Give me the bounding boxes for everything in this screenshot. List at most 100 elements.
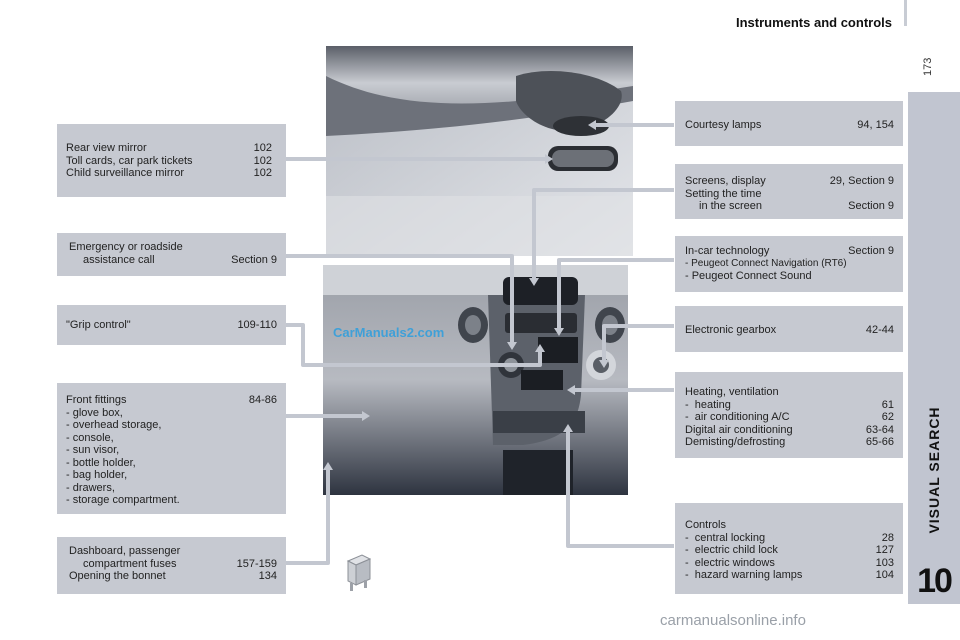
grip-box: "Grip control" 109-110 bbox=[57, 305, 286, 345]
dashboard-page2: 134 bbox=[258, 570, 277, 582]
dashboard-page1: 157-159 bbox=[236, 557, 277, 570]
row-label: - heating bbox=[685, 398, 731, 411]
courtesy-page: 94, 154 bbox=[857, 119, 894, 131]
leader-controls bbox=[566, 432, 674, 548]
row-label: Child surveillance mirror bbox=[66, 167, 184, 179]
row-label: - electric windows bbox=[685, 556, 775, 569]
leader-screens bbox=[532, 188, 674, 278]
incar-box: In-car technology Section 9 - Peugeot Con… bbox=[675, 236, 903, 292]
header-divider bbox=[904, 0, 907, 26]
front-row: Front fittings 84-86 bbox=[66, 394, 277, 407]
dashboard-line2: compartment fuses bbox=[83, 557, 177, 570]
incar-label: In-car technology bbox=[685, 245, 770, 257]
grip-row: "Grip control" 109-110 bbox=[66, 319, 277, 332]
heating-title: Heating, ventilation bbox=[685, 386, 779, 398]
row-label: Toll cards, car park tickets bbox=[66, 154, 193, 167]
heating-row: Digital air conditioning 63-64 bbox=[685, 424, 894, 437]
ceiling-photo bbox=[326, 46, 633, 256]
row-label: - central locking bbox=[685, 531, 766, 544]
controls-title: Controls bbox=[685, 519, 726, 531]
heating-box: Heating, ventilation - heating 61 - air c… bbox=[675, 372, 903, 458]
fuse-icon bbox=[346, 554, 372, 591]
grip-label: "Grip control" bbox=[66, 319, 131, 331]
dashboard-line1: Dashboard, passenger bbox=[69, 545, 181, 557]
row-label: - hazard warning lamps bbox=[685, 569, 803, 581]
heating-row: - air conditioning A/C 62 bbox=[685, 411, 894, 424]
leader-gearbox bbox=[602, 324, 674, 360]
dashboard-row: compartment fuses 157-159 bbox=[69, 558, 277, 571]
screens-box: Screens, display 29, Section 9 Setting th… bbox=[675, 164, 903, 219]
footer-watermark: carmanualsonline.info bbox=[660, 612, 806, 629]
front-item: - storage compartment. bbox=[66, 494, 180, 506]
leader-emergency bbox=[286, 254, 514, 342]
row-page: 127 bbox=[875, 544, 894, 556]
screens-page2: Section 9 bbox=[848, 200, 894, 212]
row-label: - electric child lock bbox=[685, 544, 778, 556]
controls-row: - electric child lock 127 bbox=[685, 544, 894, 557]
row-page: 104 bbox=[875, 569, 894, 581]
row-page: 103 bbox=[875, 556, 894, 569]
dashboard-box: Dashboard, passenger compartment fuses 15… bbox=[57, 537, 286, 594]
heating-row: - heating 61 bbox=[685, 399, 894, 412]
row-page: 102 bbox=[253, 154, 272, 167]
courtesy-label: Courtesy lamps bbox=[685, 119, 762, 131]
row-page: 102 bbox=[253, 167, 272, 179]
row-page: 61 bbox=[881, 398, 894, 411]
courtesy-row: Courtesy lamps 94, 154 bbox=[685, 119, 894, 132]
screens-row: in the screen Section 9 bbox=[685, 200, 894, 213]
gearbox-box: Electronic gearbox 42-44 bbox=[675, 306, 903, 352]
leader-incar bbox=[557, 258, 674, 328]
screens-row: Screens, display 29, Section 9 bbox=[685, 175, 894, 188]
row-page: 63-64 bbox=[865, 423, 894, 436]
leader-grip bbox=[286, 323, 542, 367]
courtesy-box: Courtesy lamps 94, 154 bbox=[675, 101, 903, 146]
emergency-box: Emergency or roadside assistance call Sec… bbox=[57, 233, 286, 276]
front-item: - glove box, bbox=[66, 406, 123, 419]
chapter-number: 10 bbox=[917, 562, 953, 600]
screens-line3: in the screen bbox=[699, 200, 762, 212]
gearbox-page: 42-44 bbox=[865, 324, 894, 336]
incar-item: - Peugeot Connect Sound bbox=[685, 270, 812, 282]
screens-line1: Screens, display bbox=[685, 175, 766, 187]
emergency-line2: assistance call bbox=[83, 253, 155, 266]
mirror-box: Rear view mirror 102 Toll cards, car park… bbox=[57, 124, 286, 197]
watermark: CarManuals2.com bbox=[333, 325, 445, 340]
mirror-row: Child surveillance mirror 102 bbox=[66, 167, 272, 180]
screens-page1: 29, Section 9 bbox=[829, 175, 894, 187]
gearbox-row: Electronic gearbox 42-44 bbox=[685, 324, 894, 337]
screens-line2: Setting the time bbox=[685, 187, 762, 200]
front-item: - sun visor, bbox=[66, 444, 120, 456]
grip-page: 109-110 bbox=[237, 319, 277, 331]
incar-page: Section 9 bbox=[848, 245, 894, 257]
row-page: 102 bbox=[253, 142, 272, 154]
row-label: - air conditioning A/C bbox=[685, 411, 790, 423]
section-tab bbox=[908, 92, 960, 604]
leader-dashboard bbox=[286, 470, 330, 565]
controls-row: - electric windows 103 bbox=[685, 557, 894, 570]
front-item: - console, bbox=[66, 431, 114, 444]
emergency-line1: Emergency or roadside bbox=[69, 241, 183, 253]
row-label: Rear view mirror bbox=[66, 142, 147, 154]
gearbox-label: Electronic gearbox bbox=[685, 324, 777, 336]
incar-row: In-car technology Section 9 bbox=[685, 245, 894, 258]
page-title: Instruments and controls bbox=[735, 15, 892, 30]
controls-row: - hazard warning lamps 104 bbox=[685, 569, 894, 582]
row-page: 62 bbox=[881, 411, 894, 423]
controls-box: Controls - central locking 28 - electric … bbox=[675, 503, 903, 594]
front-item: - overhead storage, bbox=[66, 419, 162, 431]
row-page: 65-66 bbox=[865, 436, 894, 448]
front-box: Front fittings 84-86 - glove box, - overh… bbox=[57, 383, 286, 514]
front-item: - drawers, bbox=[66, 481, 115, 494]
front-page: 84-86 bbox=[248, 394, 277, 406]
emergency-page: Section 9 bbox=[231, 253, 277, 266]
dashboard-line3: Opening the bonnet bbox=[69, 570, 166, 582]
emergency-row: assistance call Section 9 bbox=[69, 254, 277, 267]
mirror-row: Toll cards, car park tickets 102 bbox=[66, 155, 272, 168]
mirror-row: Rear view mirror 102 bbox=[66, 142, 272, 155]
front-label: Front fittings bbox=[66, 394, 127, 406]
row-label: Digital air conditioning bbox=[685, 423, 793, 436]
dashboard-row: Opening the bonnet 134 bbox=[69, 570, 277, 583]
row-page: 28 bbox=[881, 531, 894, 544]
